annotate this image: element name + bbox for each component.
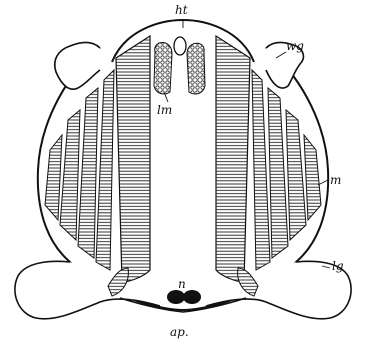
label-ht: ht: [175, 4, 188, 16]
right-longitudinal-muscle: [216, 36, 250, 282]
label-lm: lm: [157, 104, 172, 116]
nerve-ganglion-left: [167, 290, 185, 304]
label-m: m: [330, 174, 341, 186]
label-n: n: [178, 278, 186, 290]
leader-m: [318, 180, 328, 185]
nerve-ganglion-right: [183, 290, 201, 304]
left-lateral-muscles: [45, 70, 114, 270]
left-tissue-mass: [154, 43, 172, 95]
left-longitudinal-muscle: [116, 36, 150, 282]
label-ap: ap.: [170, 326, 189, 338]
heart-vessel: [174, 37, 186, 55]
right-tissue-mass: [187, 43, 205, 94]
label-wg: wg: [286, 40, 304, 52]
right-lateral-muscles: [252, 70, 321, 270]
label-lg: lg: [332, 260, 344, 272]
left-wing-base: [55, 43, 100, 90]
